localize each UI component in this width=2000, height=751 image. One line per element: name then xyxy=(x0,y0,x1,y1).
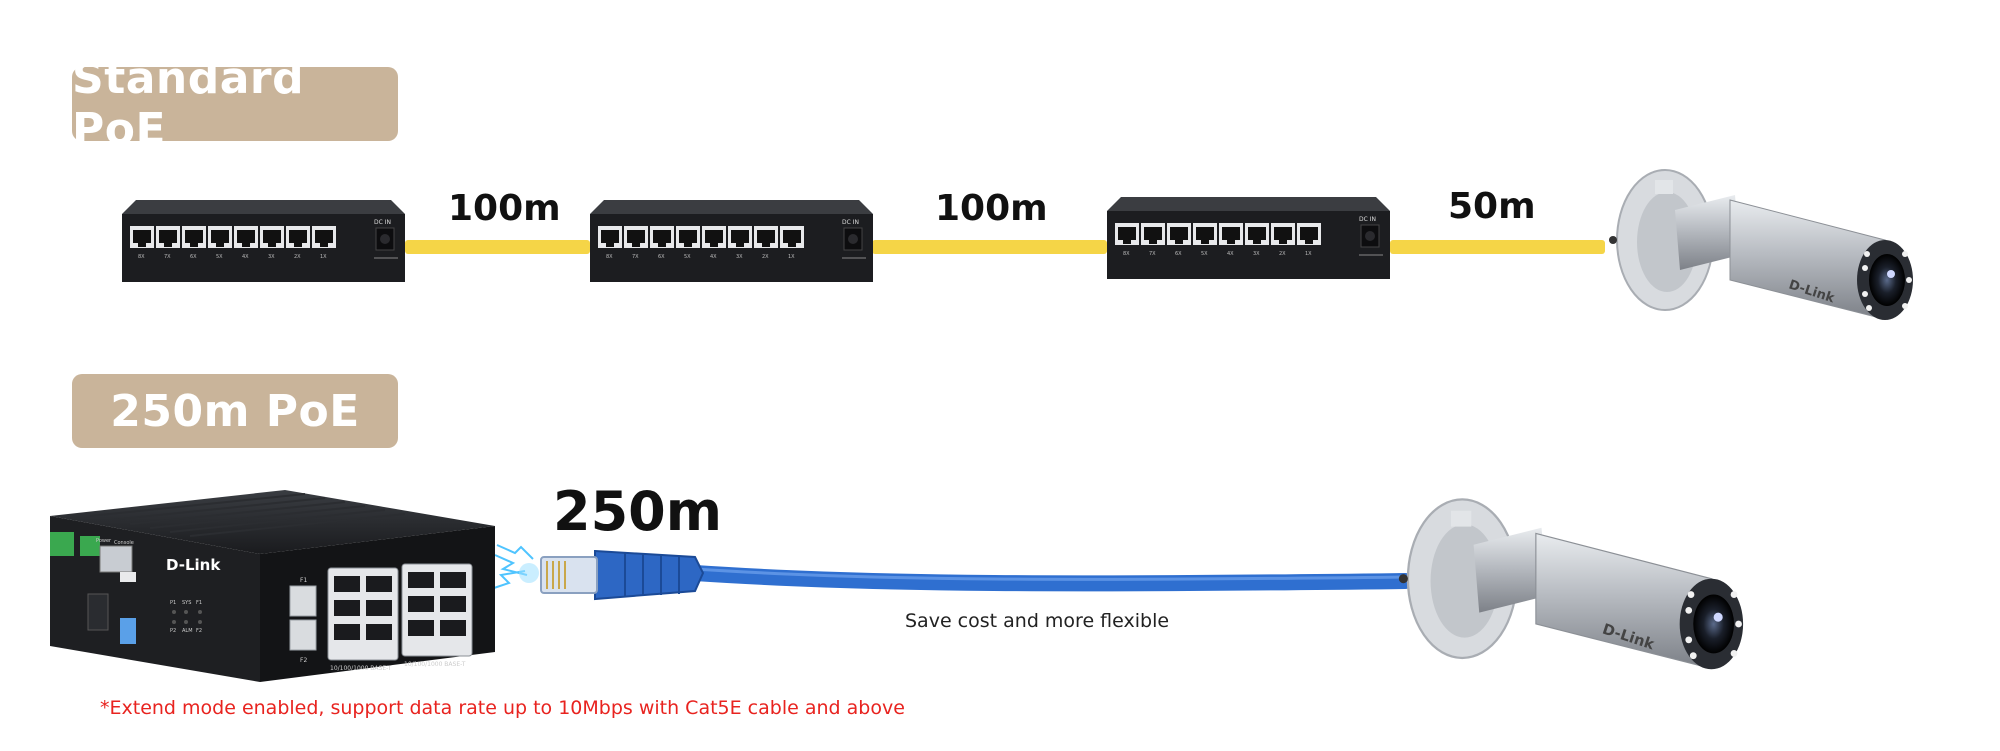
port-group-label-1: 10/100/1000 BASE-T xyxy=(330,665,392,672)
rj45-port xyxy=(754,226,778,248)
dc-in-label: DC IN xyxy=(374,219,391,226)
extended-caption: Save cost and more flexible xyxy=(905,610,1170,632)
power-jack-icon xyxy=(1359,224,1383,256)
port-label: 3X xyxy=(268,254,275,260)
ip-camera-icon-2: D-Link xyxy=(1398,498,1744,670)
extended-poe-title: 250m PoE xyxy=(110,385,360,437)
port-label: 7X xyxy=(164,254,171,260)
led-label-2: SYS xyxy=(182,600,191,606)
port-label: 7X xyxy=(1149,251,1156,257)
port-label: 1X xyxy=(788,254,795,260)
port-group-label-2: 10/100/1000 BASE-T xyxy=(404,661,466,668)
rj45-port xyxy=(780,226,804,248)
rj45-port xyxy=(1219,223,1243,245)
rj45-port xyxy=(234,226,258,248)
port-label: 3X xyxy=(1253,251,1260,257)
segment-3-distance: 50m xyxy=(1448,186,1536,227)
led-label-5: ALM xyxy=(182,628,193,634)
segment-1-distance: 100m xyxy=(448,188,561,229)
standard-poe-badge: Standard PoE xyxy=(72,53,398,155)
rj45-port xyxy=(1167,223,1191,245)
rj45-port xyxy=(1271,223,1295,245)
industrial-brand-text: D-Link xyxy=(166,556,221,574)
extended-poe-badge: 250m PoE xyxy=(72,374,398,448)
port-label: 5X xyxy=(1201,251,1208,257)
power-jack-icon xyxy=(842,227,866,259)
industrial-switch: D-Link F1 F2 10/100/1000 BASE-T 10/100/1… xyxy=(50,490,495,682)
port-label: 6X xyxy=(658,254,665,260)
power-jack-icon xyxy=(374,227,398,259)
ethernet-cable-icon xyxy=(490,544,1413,601)
yellow-cable-3 xyxy=(1390,240,1605,254)
extended-distance: 250m xyxy=(553,480,722,543)
port-label: 8X xyxy=(606,254,613,260)
rj45-port xyxy=(598,226,622,248)
led-label-1: P1 xyxy=(170,600,176,606)
rj45-port xyxy=(312,226,336,248)
sfp-label-1: F1 xyxy=(300,577,307,584)
footnote: *Extend mode enabled, support data rate … xyxy=(100,697,905,719)
dc-in-label: DC IN xyxy=(1359,216,1376,223)
port-label: 5X xyxy=(216,254,223,260)
poe-switch-1: 8X 7X 6X 5X 4X 3X 2X 1X DC IN xyxy=(122,200,405,282)
port-label: 8X xyxy=(138,254,145,260)
sfp-label-2: F2 xyxy=(300,657,307,664)
port-label: 8X xyxy=(1123,251,1130,257)
rj45-port xyxy=(676,226,700,248)
port-label: 5X xyxy=(684,254,691,260)
port-label: 6X xyxy=(1175,251,1182,257)
led-label-4: P2 xyxy=(170,628,176,634)
segment-2-distance: 100m xyxy=(935,188,1048,229)
rj45-port xyxy=(208,226,232,248)
led-label-6: F2 xyxy=(196,628,202,634)
port-label: 1X xyxy=(320,254,327,260)
rj45-port xyxy=(702,226,726,248)
rj45-port xyxy=(182,226,206,248)
port-label: 1X xyxy=(1305,251,1312,257)
port-label: 4X xyxy=(242,254,249,260)
top-label-1: Power xyxy=(96,538,112,544)
yellow-cable-1 xyxy=(405,240,590,254)
rj45-port xyxy=(728,226,752,248)
top-label-2: Console xyxy=(114,540,134,546)
port-label: 4X xyxy=(710,254,717,260)
rj45-port xyxy=(1245,223,1269,245)
rj45-port xyxy=(1193,223,1217,245)
rj45-port xyxy=(260,226,284,248)
led-label-3: F1 xyxy=(196,600,202,606)
port-label: 3X xyxy=(736,254,743,260)
rj45-port xyxy=(624,226,648,248)
rj45-port xyxy=(1297,223,1321,245)
poe-switch-2: 8X 7X 6X 5X 4X 3X 2X 1X DC IN xyxy=(590,200,873,282)
port-label: 7X xyxy=(632,254,639,260)
port-label: 2X xyxy=(1279,251,1286,257)
dc-in-label: DC IN xyxy=(842,219,859,226)
poe-switch-3: 8X 7X 6X 5X 4X 3X 2X 1X DC IN xyxy=(1107,197,1390,279)
yellow-cable-2 xyxy=(872,240,1107,254)
port-label: 6X xyxy=(190,254,197,260)
rj45-port xyxy=(1115,223,1139,245)
rj45-port xyxy=(156,226,180,248)
port-label: 2X xyxy=(294,254,301,260)
port-label: 4X xyxy=(1227,251,1234,257)
rj45-port xyxy=(1141,223,1165,245)
rj45-port xyxy=(650,226,674,248)
port-label: 2X xyxy=(762,254,769,260)
standard-poe-title: Standard PoE xyxy=(72,53,305,155)
ip-camera-icon: D-Link xyxy=(1609,169,1913,320)
rj45-port xyxy=(130,226,154,248)
rj45-port xyxy=(286,226,310,248)
